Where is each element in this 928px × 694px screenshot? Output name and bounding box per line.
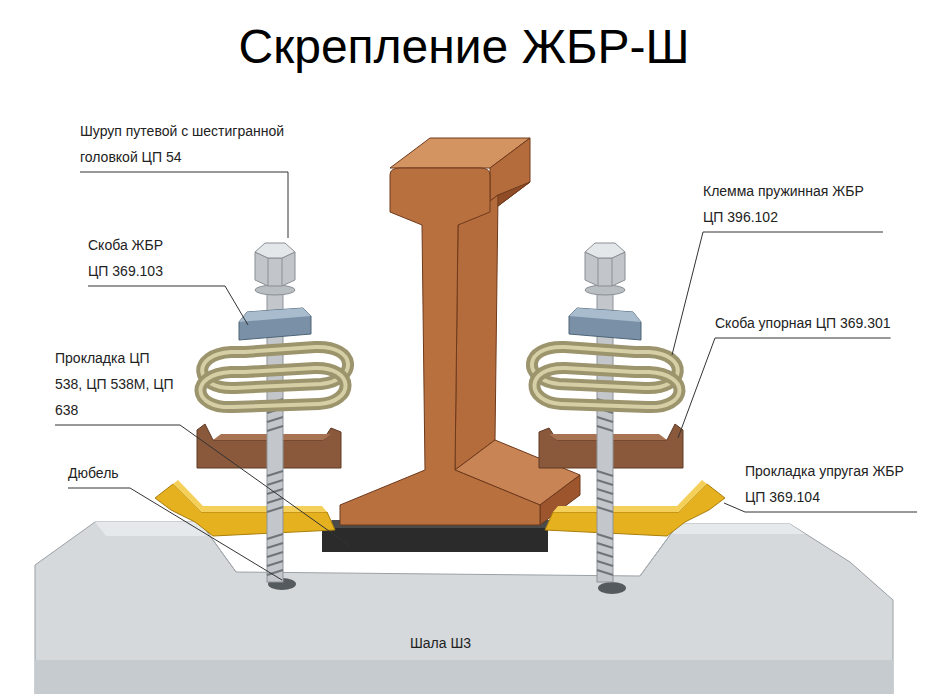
part-label: Дюбель: [68, 460, 119, 486]
leader-line: [68, 488, 282, 580]
leader-line: [80, 172, 288, 238]
part-label: Прокладка ЦП 538, ЦП 538М, ЦП 638: [55, 345, 180, 423]
left-fastening: [155, 243, 348, 582]
sleeper: [35, 522, 893, 694]
leader-line: [672, 232, 883, 355]
diagram-title: Скрепление ЖБР-Ш: [0, 18, 928, 76]
part-label: Скоба упорная ЦП 369.301: [715, 310, 891, 336]
sleeper-label: Шала Ш3: [410, 630, 471, 656]
leader-line: [678, 338, 891, 438]
part-label: Шуруп путевой с шестигранной головкой ЦП…: [80, 118, 288, 170]
part-label: Клемма пружинная ЖБР ЦП 396.102: [703, 178, 883, 230]
part-label: Прокладка упругая ЖБР ЦП 369.104: [745, 458, 917, 510]
part-label: Скоба ЖБР ЦП 369.103: [88, 232, 180, 284]
leader-line: [55, 425, 350, 546]
right-fastening: [532, 243, 725, 582]
leader-line: [88, 286, 248, 325]
